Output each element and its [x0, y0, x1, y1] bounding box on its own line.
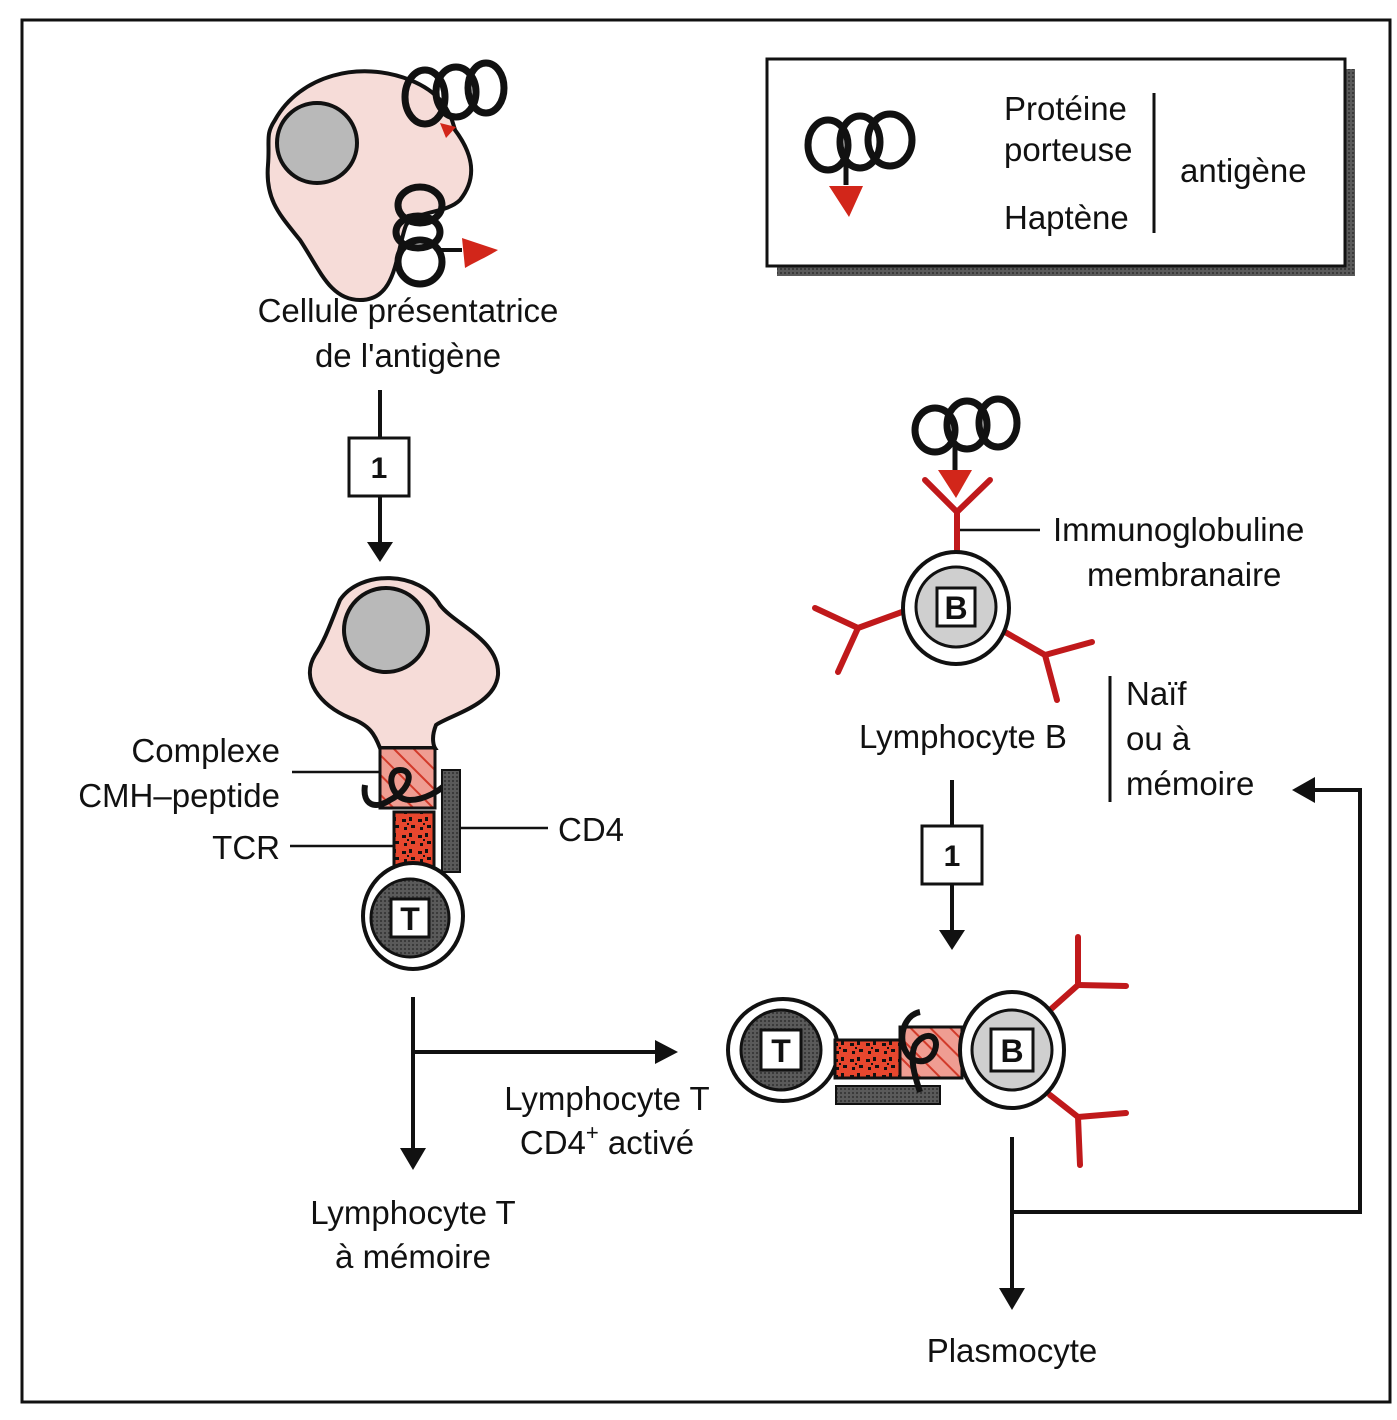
step-1-box-right — [920, 824, 984, 886]
activated-rest-text: activé — [599, 1124, 694, 1161]
activated-cd4-text: CD4 — [520, 1124, 586, 1161]
ig-label-line2: membranaire — [1087, 556, 1281, 593]
activated-b-letter: B — [1000, 1033, 1023, 1069]
peptide-coil — [361, 766, 448, 808]
synapse-peptide-coil — [899, 1009, 939, 1093]
t-cell-fork-arrows — [400, 997, 678, 1170]
outer-frame — [20, 18, 1392, 1404]
ig-label-line1: Immunoglobuline — [1053, 511, 1304, 548]
activated-t-letter-box — [759, 1028, 803, 1072]
b-lymphocyte-label: Lymphocyte B — [859, 718, 1067, 755]
step-1-arrow-left: 1 — [347, 390, 411, 562]
step-1-box-left — [347, 436, 411, 498]
legend-carrier-line2: porteuse — [1004, 131, 1132, 168]
legend-frame — [765, 57, 1347, 268]
b-cell-output-arrows — [999, 777, 1362, 1310]
apc-t-cell-synapse: T — [308, 576, 501, 971]
t-cell-letter: T — [400, 901, 420, 937]
t-cell-letter-box — [389, 897, 431, 939]
activated-b-antibody-top — [1047, 934, 1129, 1013]
legend-hapten: Haptène — [1004, 199, 1129, 236]
activated-t-label-line1: Lymphocyte T — [504, 1080, 709, 1117]
hapten-top — [440, 123, 456, 138]
naive-label-line3: mémoire — [1126, 765, 1254, 802]
membrane-immunoglobulin-left — [812, 605, 905, 675]
bound-antigen-coil — [911, 395, 1021, 456]
synapse-tcr — [833, 1038, 902, 1080]
cd4-label: CD4 — [558, 811, 624, 848]
synapse-cd4 — [835, 1085, 941, 1105]
membrane-immunoglobulin-right — [1002, 629, 1095, 703]
naive-label-line2: ou à — [1126, 720, 1191, 757]
complex-label-line2: CMH–peptide — [78, 777, 280, 814]
t-b-synapse: T B — [726, 934, 1129, 1168]
tcr-label: TCR — [212, 829, 280, 866]
step-1-arrow-right: 1 — [920, 780, 984, 950]
legend-carrier-line1: Protéine — [1004, 90, 1127, 127]
memory-t-label-line2: à mémoire — [335, 1238, 491, 1275]
naive-b-cell: B — [812, 395, 1095, 703]
naive-label-line1: Naïf — [1126, 675, 1187, 712]
activated-b-letter-box — [989, 1027, 1035, 1073]
antigen-coil-bottom — [392, 183, 446, 288]
legend-box: Protéine porteuse Haptène antigène — [765, 57, 1355, 276]
b-cell-letter-box — [935, 586, 977, 628]
memory-t-label-line1: Lymphocyte T — [310, 1194, 515, 1231]
apc2-nucleus — [342, 586, 430, 674]
legend-antigen: antigène — [1180, 152, 1307, 189]
hapten-bottom — [462, 238, 498, 268]
antigen-legend-icon — [804, 110, 916, 217]
antigen-coil-top — [401, 59, 508, 128]
apc-label-line1: Cellule présentatrice — [258, 292, 559, 329]
plasmocyte-label: Plasmocyte — [927, 1332, 1098, 1369]
antigen-presenting-cell — [265, 59, 508, 303]
complex-label-line1: Complexe — [131, 732, 280, 769]
b-cell-letter: B — [944, 590, 967, 626]
apc-label-line2: de l'antigène — [315, 337, 501, 374]
activated-cd4-superscript: + — [586, 1120, 599, 1145]
step-1-number-right: 1 — [944, 840, 961, 873]
cd4-coreceptor — [441, 769, 461, 873]
activated-t-letter: T — [771, 1033, 791, 1069]
activated-b-antibody-bottom — [1047, 1092, 1129, 1168]
activated-t-label-line2: CD4+ activé — [520, 1120, 694, 1161]
apc-nucleus — [275, 101, 359, 185]
step-1-number-left: 1 — [371, 452, 388, 485]
bound-hapten — [938, 470, 972, 498]
